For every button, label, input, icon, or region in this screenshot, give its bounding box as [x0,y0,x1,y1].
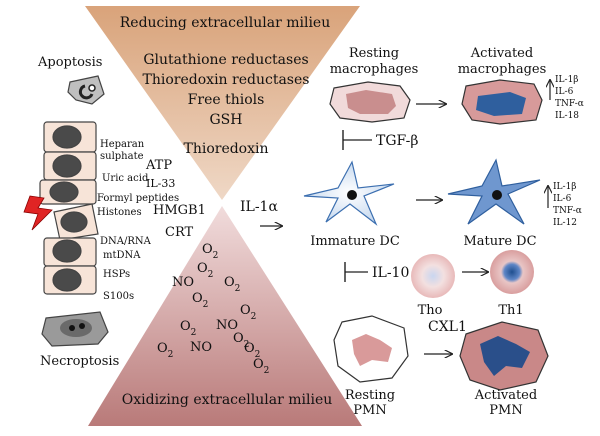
damp-il33: IL-33 [146,177,175,190]
tgfb-label: TGF-β [376,133,418,149]
th1-label: Th1 [498,303,523,318]
immature-dc-icon [303,160,395,226]
reducing-milieu-triangle [85,6,360,200]
th0-cell-icon [411,254,455,298]
mature-dc-icon [447,158,541,225]
apoptotic-cell-icon [67,75,105,105]
macrophage-cytokine: IL-6 [555,87,574,97]
cxl1-label: CXL1 [428,319,467,335]
no-molecule: NO [172,275,194,290]
damp-hmgb1: HMGB1 [153,203,206,218]
necroptosis-label: Necroptosis [40,354,119,369]
damp-label: Uric acid [102,173,149,184]
oxidizing-milieu-triangle [88,206,362,426]
damp-crt: CRT [165,225,194,240]
damp-label: DNA/RNA [100,236,152,247]
damp-label: sulphate [100,151,144,162]
activated-pmn-label: Activated [474,388,537,403]
th1-cell-icon [490,250,534,294]
macrophage-cytokine: TNF-α [555,99,584,109]
reducing-item: Thioredoxin reductases [143,72,310,88]
lightning-icon [23,195,53,231]
resting-pmn-label: PMN [353,403,386,418]
dc-cytokine: IL-6 [553,194,572,204]
dc-cytokine: IL-12 [553,218,577,228]
resting-macrophages-label: Resting [349,46,399,61]
mature-dc-label: Mature DC [463,234,536,249]
activated-pmn-icon [459,321,549,391]
th0-label: Tho [418,303,443,318]
immature-dc-label: Immature DC [310,234,400,249]
reducing-item: Thioredoxin [183,141,268,157]
necroptotic-cell-icon [41,311,109,347]
resting-pmn-icon [333,315,409,383]
damp-label: mtDNA [103,250,141,261]
dc-cytokine: IL-1β [553,182,577,192]
damp-label: Formyl peptides [97,193,179,204]
il1a-label: IL-1α [240,199,278,215]
cell-stack [39,121,99,295]
activated-pmn-label: PMN [489,403,522,418]
reducing-item: Glutathione reductases [143,52,308,68]
resting-macrophages-label: macrophages [330,62,419,77]
no-molecule: NO [190,340,212,355]
macrophage-cytokine: IL-1β [555,75,579,85]
resting-pmn-label: Resting [345,388,395,403]
activated-macrophages-label: macrophages [458,62,547,77]
apoptosis-label: Apoptosis [37,55,102,70]
reducing-item: GSH [210,112,243,128]
il10-label: IL-10 [372,265,409,281]
damp-label: HSPs [103,269,130,280]
reducing-item: Free thiols [188,92,265,108]
resting-macrophage-icon [329,81,411,123]
activated-macrophage-icon [461,79,543,125]
damp-label: Heparan [100,139,145,150]
dc-cytokine: TNF-α [553,206,582,216]
oxidizing-milieu-title: Oxidizing extracellular milieu [122,392,333,408]
reducing-milieu-title: Reducing extracellular milieu [120,15,330,31]
macrophage-cytokine: IL-18 [555,111,579,121]
damp-label: S100s [103,291,134,302]
activated-macrophages-label: Activated [470,46,533,61]
no-molecule: NO [216,318,238,333]
damp-label: Histones [97,207,142,218]
damp-atp: ATP [145,158,172,173]
